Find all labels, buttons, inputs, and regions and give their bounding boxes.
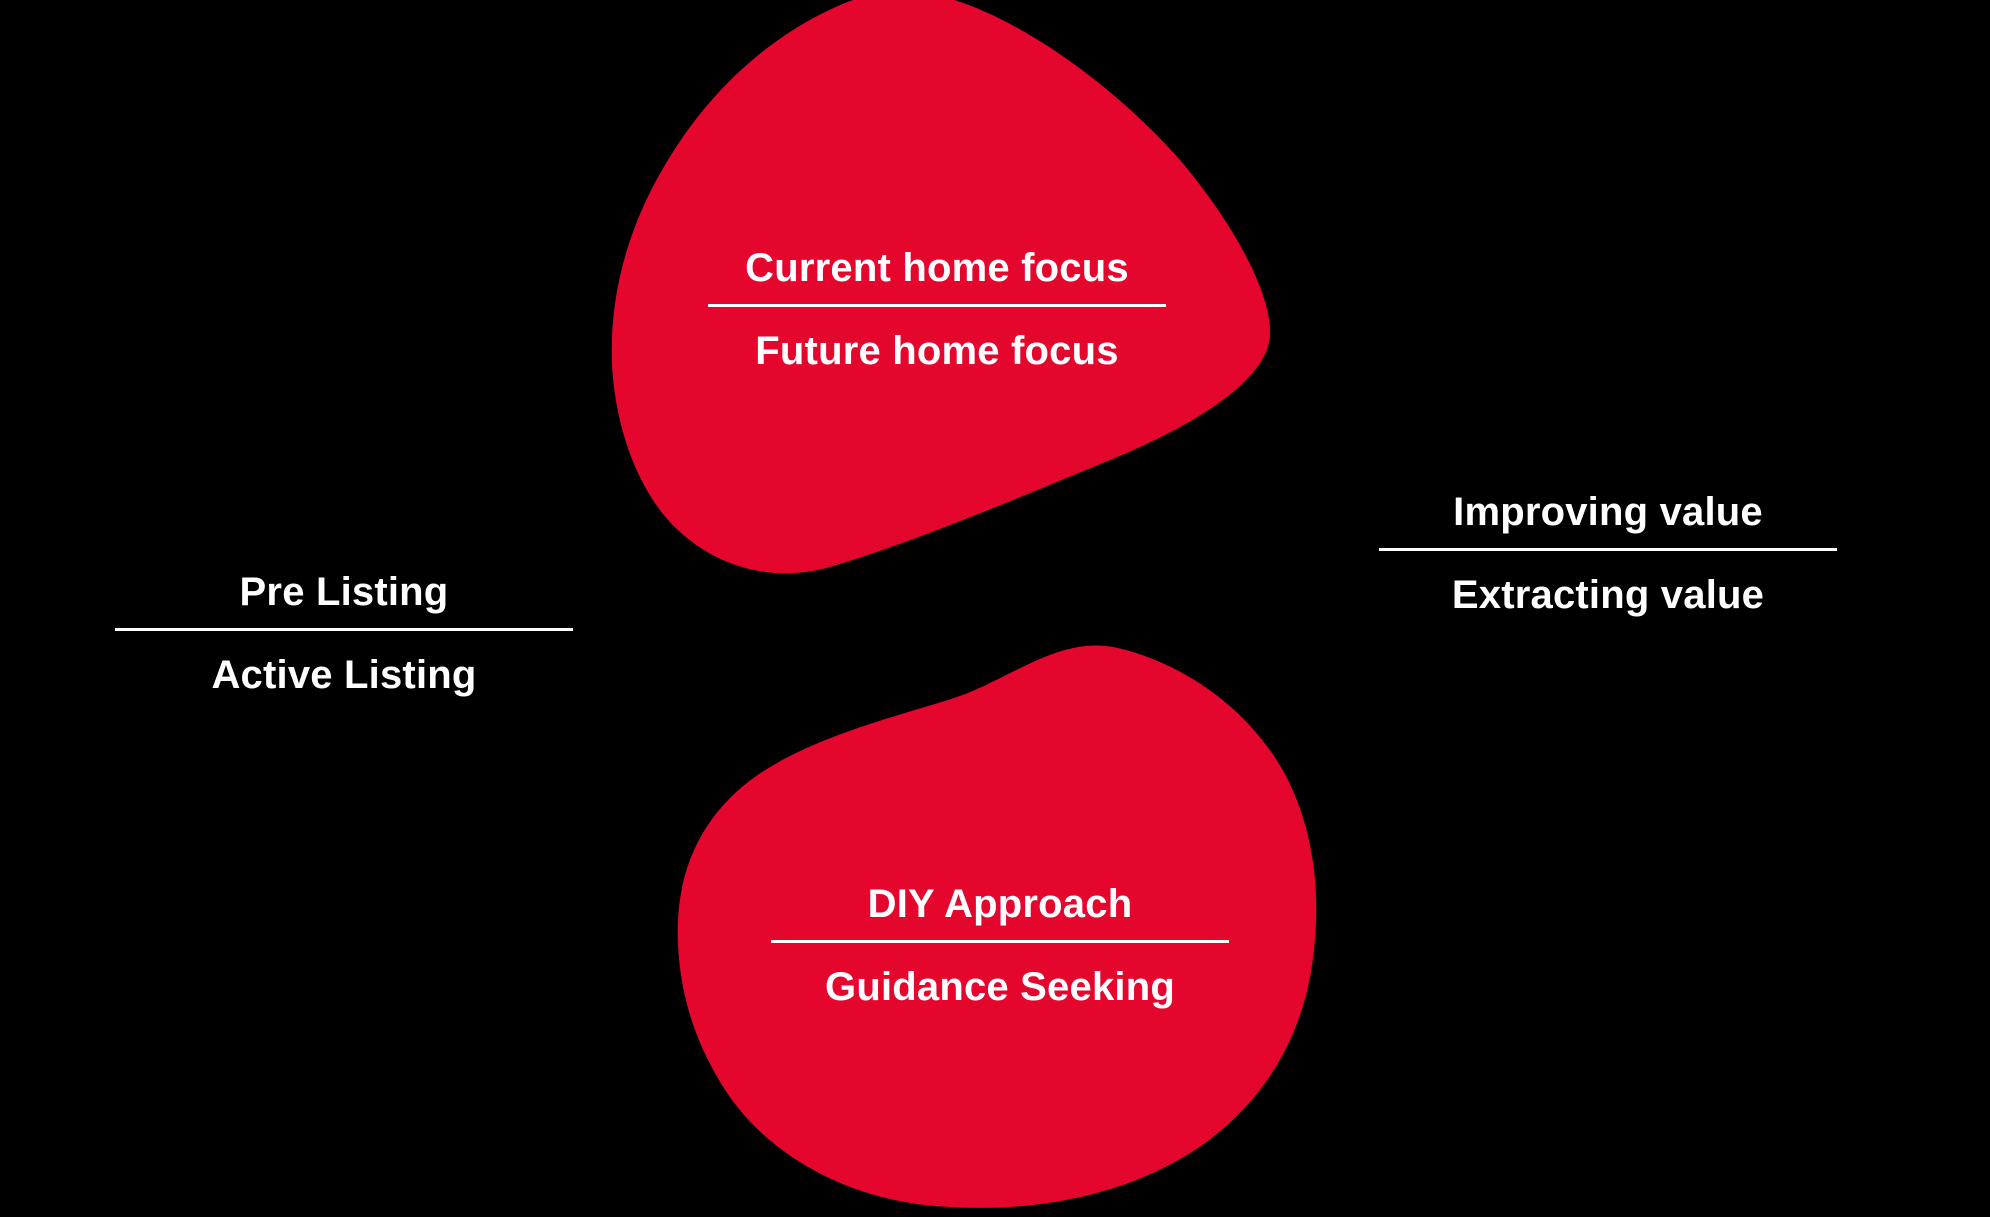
segment-secondary-label: Guidance Seeking: [825, 965, 1175, 1009]
segment-secondary-label: Active Listing: [211, 653, 477, 697]
segment-primary-label: DIY Approach: [867, 882, 1133, 926]
divider-line: [771, 940, 1229, 943]
segment-primary-label: Current home focus: [745, 246, 1129, 290]
segment-primary-label: Improving value: [1453, 490, 1763, 534]
segment-primary-label: Pre Listing: [239, 570, 449, 614]
divider-line: [115, 628, 573, 631]
bottom-blob-shape: [677, 645, 1317, 1208]
segment-home-focus: Current home focus Future home focus: [708, 244, 1166, 375]
divider-line: [708, 304, 1166, 307]
segment-value-goal: Improving value Extracting value: [1379, 488, 1837, 619]
segment-listing-stage: Pre Listing Active Listing: [115, 568, 573, 699]
divider-line: [1379, 548, 1837, 551]
segment-secondary-label: Extracting value: [1451, 573, 1765, 617]
segment-secondary-label: Future home focus: [755, 329, 1119, 373]
segment-approach: DIY Approach Guidance Seeking: [771, 880, 1229, 1011]
top-blob-shape: [611, 0, 1271, 574]
